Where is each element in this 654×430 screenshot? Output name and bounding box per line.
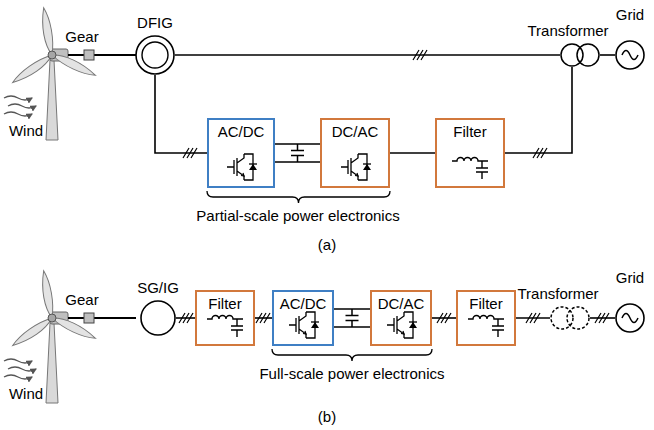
power-line <box>590 317 615 319</box>
group-label: Partial-scale power electronics <box>196 207 399 224</box>
box-label: AC/DC <box>209 120 273 140</box>
igbt-symbol <box>383 311 419 339</box>
box-label: Filter <box>458 292 514 312</box>
symbol-label: Transformer <box>517 285 598 302</box>
generator-symbol: SG/IG <box>140 300 176 336</box>
transformer-symbol: Transformer <box>560 43 600 67</box>
power-line <box>334 308 370 310</box>
filter-box: Filter <box>456 290 516 346</box>
three-phase-mark <box>179 50 609 323</box>
box-label: Filter <box>197 292 253 312</box>
subfigure-label: (b) <box>318 408 336 425</box>
transformer-symbol <box>550 306 590 330</box>
power-line <box>516 317 550 319</box>
power-line <box>432 317 456 319</box>
lc-filter-symbol <box>207 311 243 339</box>
part-label: Wind <box>9 385 43 402</box>
converter-box: DC/AC <box>320 118 390 188</box>
igbt-symbol <box>337 153 373 181</box>
part-label: Gear <box>65 291 98 308</box>
filter-box: Filter <box>435 118 505 188</box>
power-line <box>600 54 615 56</box>
igbt-symbol <box>223 153 259 181</box>
wind-turbine <box>4 7 136 140</box>
subfigure-label: (a) <box>318 236 336 253</box>
generator-symbol: DFIG <box>135 35 175 75</box>
filter-box: Filter <box>195 290 255 346</box>
grid-symbol: Grid <box>615 303 645 333</box>
power-line <box>390 152 435 154</box>
wind-turbine <box>4 270 136 403</box>
power-line <box>275 143 320 145</box>
generator-symbol <box>135 35 175 75</box>
grid-symbol <box>615 40 645 70</box>
power-line <box>175 54 560 56</box>
converter-box: AC/DC <box>207 118 275 188</box>
lc-filter-symbol <box>468 311 504 339</box>
converter-box: AC/DC <box>272 290 334 346</box>
transformer-symbol: Transformer <box>550 306 590 330</box>
grid-symbol: Grid <box>615 40 645 70</box>
symbol-label: Transformer <box>527 22 608 39</box>
generator-symbol <box>140 300 176 336</box>
lc-filter-symbol <box>452 153 488 181</box>
grid-symbol <box>615 303 645 333</box>
igbt-symbol <box>285 311 321 339</box>
part-label: Gear <box>65 28 98 45</box>
part-label: Wind <box>9 122 43 139</box>
converter-box: DC/AC <box>370 290 432 346</box>
symbol-label: SG/IG <box>137 279 179 296</box>
symbol-label: DFIG <box>137 14 173 31</box>
transformer-symbol <box>560 43 600 67</box>
power-line <box>255 317 272 319</box>
box-label: DC/AC <box>372 292 430 312</box>
power-line <box>155 75 207 153</box>
power-line <box>505 67 572 153</box>
group-label: Full-scale power electronics <box>259 365 444 382</box>
symbol-label: Grid <box>616 269 644 286</box>
box-label: Filter <box>437 120 503 140</box>
symbol-label: Grid <box>616 6 644 23</box>
box-label: DC/AC <box>322 120 388 140</box>
box-label: AC/DC <box>274 292 332 312</box>
power-line <box>176 317 195 319</box>
